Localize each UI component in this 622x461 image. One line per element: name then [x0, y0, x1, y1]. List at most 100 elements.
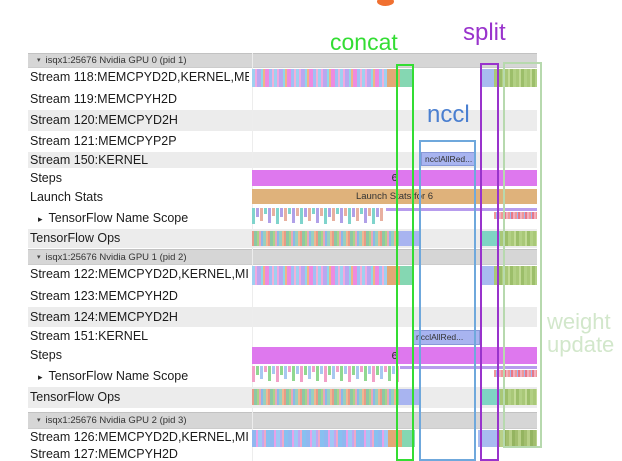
expander-triangle-icon[interactable]: ▸	[38, 371, 43, 382]
trace-event-segment[interactable]	[482, 231, 500, 246]
flame-bar[interactable]	[268, 208, 271, 223]
flame-bar[interactable]	[328, 366, 331, 375]
flame-bar[interactable]	[344, 366, 347, 374]
track-canvas[interactable]	[0, 65, 285, 86]
flame-bar[interactable]	[352, 366, 355, 375]
trace-event-segment[interactable]	[500, 389, 537, 405]
flame-bar[interactable]	[280, 366, 283, 375]
trace-event-segment[interactable]	[252, 69, 387, 87]
flame-bar[interactable]	[288, 208, 291, 214]
flame-bar[interactable]	[272, 208, 275, 216]
flame-bar[interactable]	[376, 366, 379, 375]
flame-bar[interactable]	[352, 208, 355, 217]
flame-bar[interactable]	[292, 366, 295, 381]
flame-bar[interactable]	[308, 366, 311, 379]
flame-bar[interactable]	[392, 366, 395, 374]
trace-event-segment[interactable]	[252, 231, 399, 246]
track-canvas[interactable]	[0, 226, 285, 246]
flame-bar[interactable]	[320, 366, 323, 374]
flame-bar[interactable]	[360, 208, 363, 214]
flame-bar[interactable]	[348, 366, 351, 382]
trace-event-segment[interactable]	[494, 266, 537, 285]
flame-bar[interactable]	[304, 208, 307, 217]
flame-bar[interactable]	[364, 208, 367, 223]
name-scope-flame-chart[interactable]	[252, 208, 386, 228]
flame-bar[interactable]	[332, 208, 335, 221]
trace-event-segment[interactable]	[500, 231, 537, 246]
flame-bar[interactable]	[380, 366, 383, 379]
flame-bar[interactable]	[260, 208, 263, 221]
track-canvas[interactable]	[0, 348, 285, 361]
track-canvas[interactable]	[0, 102, 285, 122]
trace-event-segment[interactable]	[399, 231, 421, 246]
flame-bar[interactable]	[284, 366, 287, 379]
flame-bar[interactable]	[364, 366, 367, 381]
trace-event-segment[interactable]	[481, 69, 494, 87]
flame-bar[interactable]	[376, 208, 379, 217]
flame-bar[interactable]	[340, 366, 343, 381]
name-scope-right-block[interactable]	[494, 212, 537, 219]
trace-event-segment[interactable]	[400, 266, 414, 285]
flame-bar[interactable]	[260, 366, 263, 379]
flame-bar[interactable]	[284, 208, 287, 221]
track-canvas[interactable]	[0, 86, 285, 102]
flame-bar[interactable]	[368, 208, 371, 216]
process-header[interactable]: ▾isqx1:25676 Nvidia GPU 1 (pid 2)	[28, 249, 537, 265]
nccl-allreduce-event-bar[interactable]: ncclAllRed...	[412, 330, 480, 345]
flame-bar[interactable]	[344, 208, 347, 216]
trace-event-segment[interactable]	[481, 266, 494, 285]
track-canvas[interactable]	[0, 44, 285, 65]
trace-event-segment[interactable]	[482, 389, 500, 405]
flame-bar[interactable]	[316, 366, 319, 381]
trace-event-segment[interactable]	[400, 69, 414, 87]
flame-bar[interactable]	[304, 366, 307, 375]
track-canvas[interactable]	[0, 0, 285, 22]
trace-event-segment[interactable]	[497, 430, 537, 447]
track-canvas[interactable]	[0, 246, 285, 265]
collapse-triangle-icon[interactable]: ▾	[37, 417, 41, 424]
flame-bar[interactable]	[300, 208, 303, 224]
flame-bar[interactable]	[312, 366, 315, 372]
trace-event-segment[interactable]	[252, 430, 388, 447]
name-scope-line[interactable]	[400, 366, 537, 369]
flame-bar[interactable]	[316, 208, 319, 223]
flame-bar[interactable]	[356, 366, 359, 379]
flame-bar[interactable]	[276, 208, 279, 224]
track-canvas[interactable]	[0, 327, 285, 348]
process-header[interactable]: ▾isqx1:25676 Nvidia GPU 2 (pid 3)	[28, 412, 537, 429]
flame-bar[interactable]	[308, 208, 311, 221]
flame-bar[interactable]	[388, 366, 391, 381]
flame-bar[interactable]	[292, 208, 295, 223]
flame-bar[interactable]	[272, 366, 275, 374]
flame-bar[interactable]	[380, 208, 383, 221]
flame-bar[interactable]	[328, 208, 331, 217]
nccl-allreduce-event-bar[interactable]: ncclAllRed...	[421, 152, 476, 166]
trace-event-segment[interactable]	[387, 69, 400, 87]
flame-bar[interactable]	[356, 208, 359, 221]
steps-event-bar[interactable]: 6	[252, 347, 537, 364]
flame-bar[interactable]	[336, 366, 339, 372]
flame-bar[interactable]	[296, 208, 299, 216]
flame-bar[interactable]	[276, 366, 279, 382]
track-canvas[interactable]	[0, 22, 285, 44]
flame-bar[interactable]	[300, 366, 303, 382]
flame-bar[interactable]	[324, 366, 327, 382]
flame-bar[interactable]	[288, 366, 291, 372]
track-canvas[interactable]	[0, 122, 285, 141]
trace-event-segment[interactable]	[399, 389, 421, 405]
trace-event-segment[interactable]	[478, 430, 497, 447]
trace-event-segment[interactable]	[252, 266, 387, 285]
flame-bar[interactable]	[324, 208, 327, 224]
track-canvas[interactable]	[0, 163, 285, 182]
track-canvas[interactable]	[0, 205, 285, 226]
collapse-triangle-icon[interactable]: ▾	[37, 57, 41, 64]
flame-bar[interactable]	[396, 366, 399, 382]
track-canvas[interactable]	[0, 141, 285, 163]
flame-bar[interactable]	[252, 208, 255, 224]
flame-bar[interactable]	[296, 366, 299, 374]
trace-event-segment[interactable]	[494, 69, 537, 87]
flame-bar[interactable]	[368, 366, 371, 374]
track-canvas[interactable]	[0, 306, 285, 327]
name-scope-line[interactable]	[386, 208, 537, 211]
flame-bar[interactable]	[372, 366, 375, 382]
